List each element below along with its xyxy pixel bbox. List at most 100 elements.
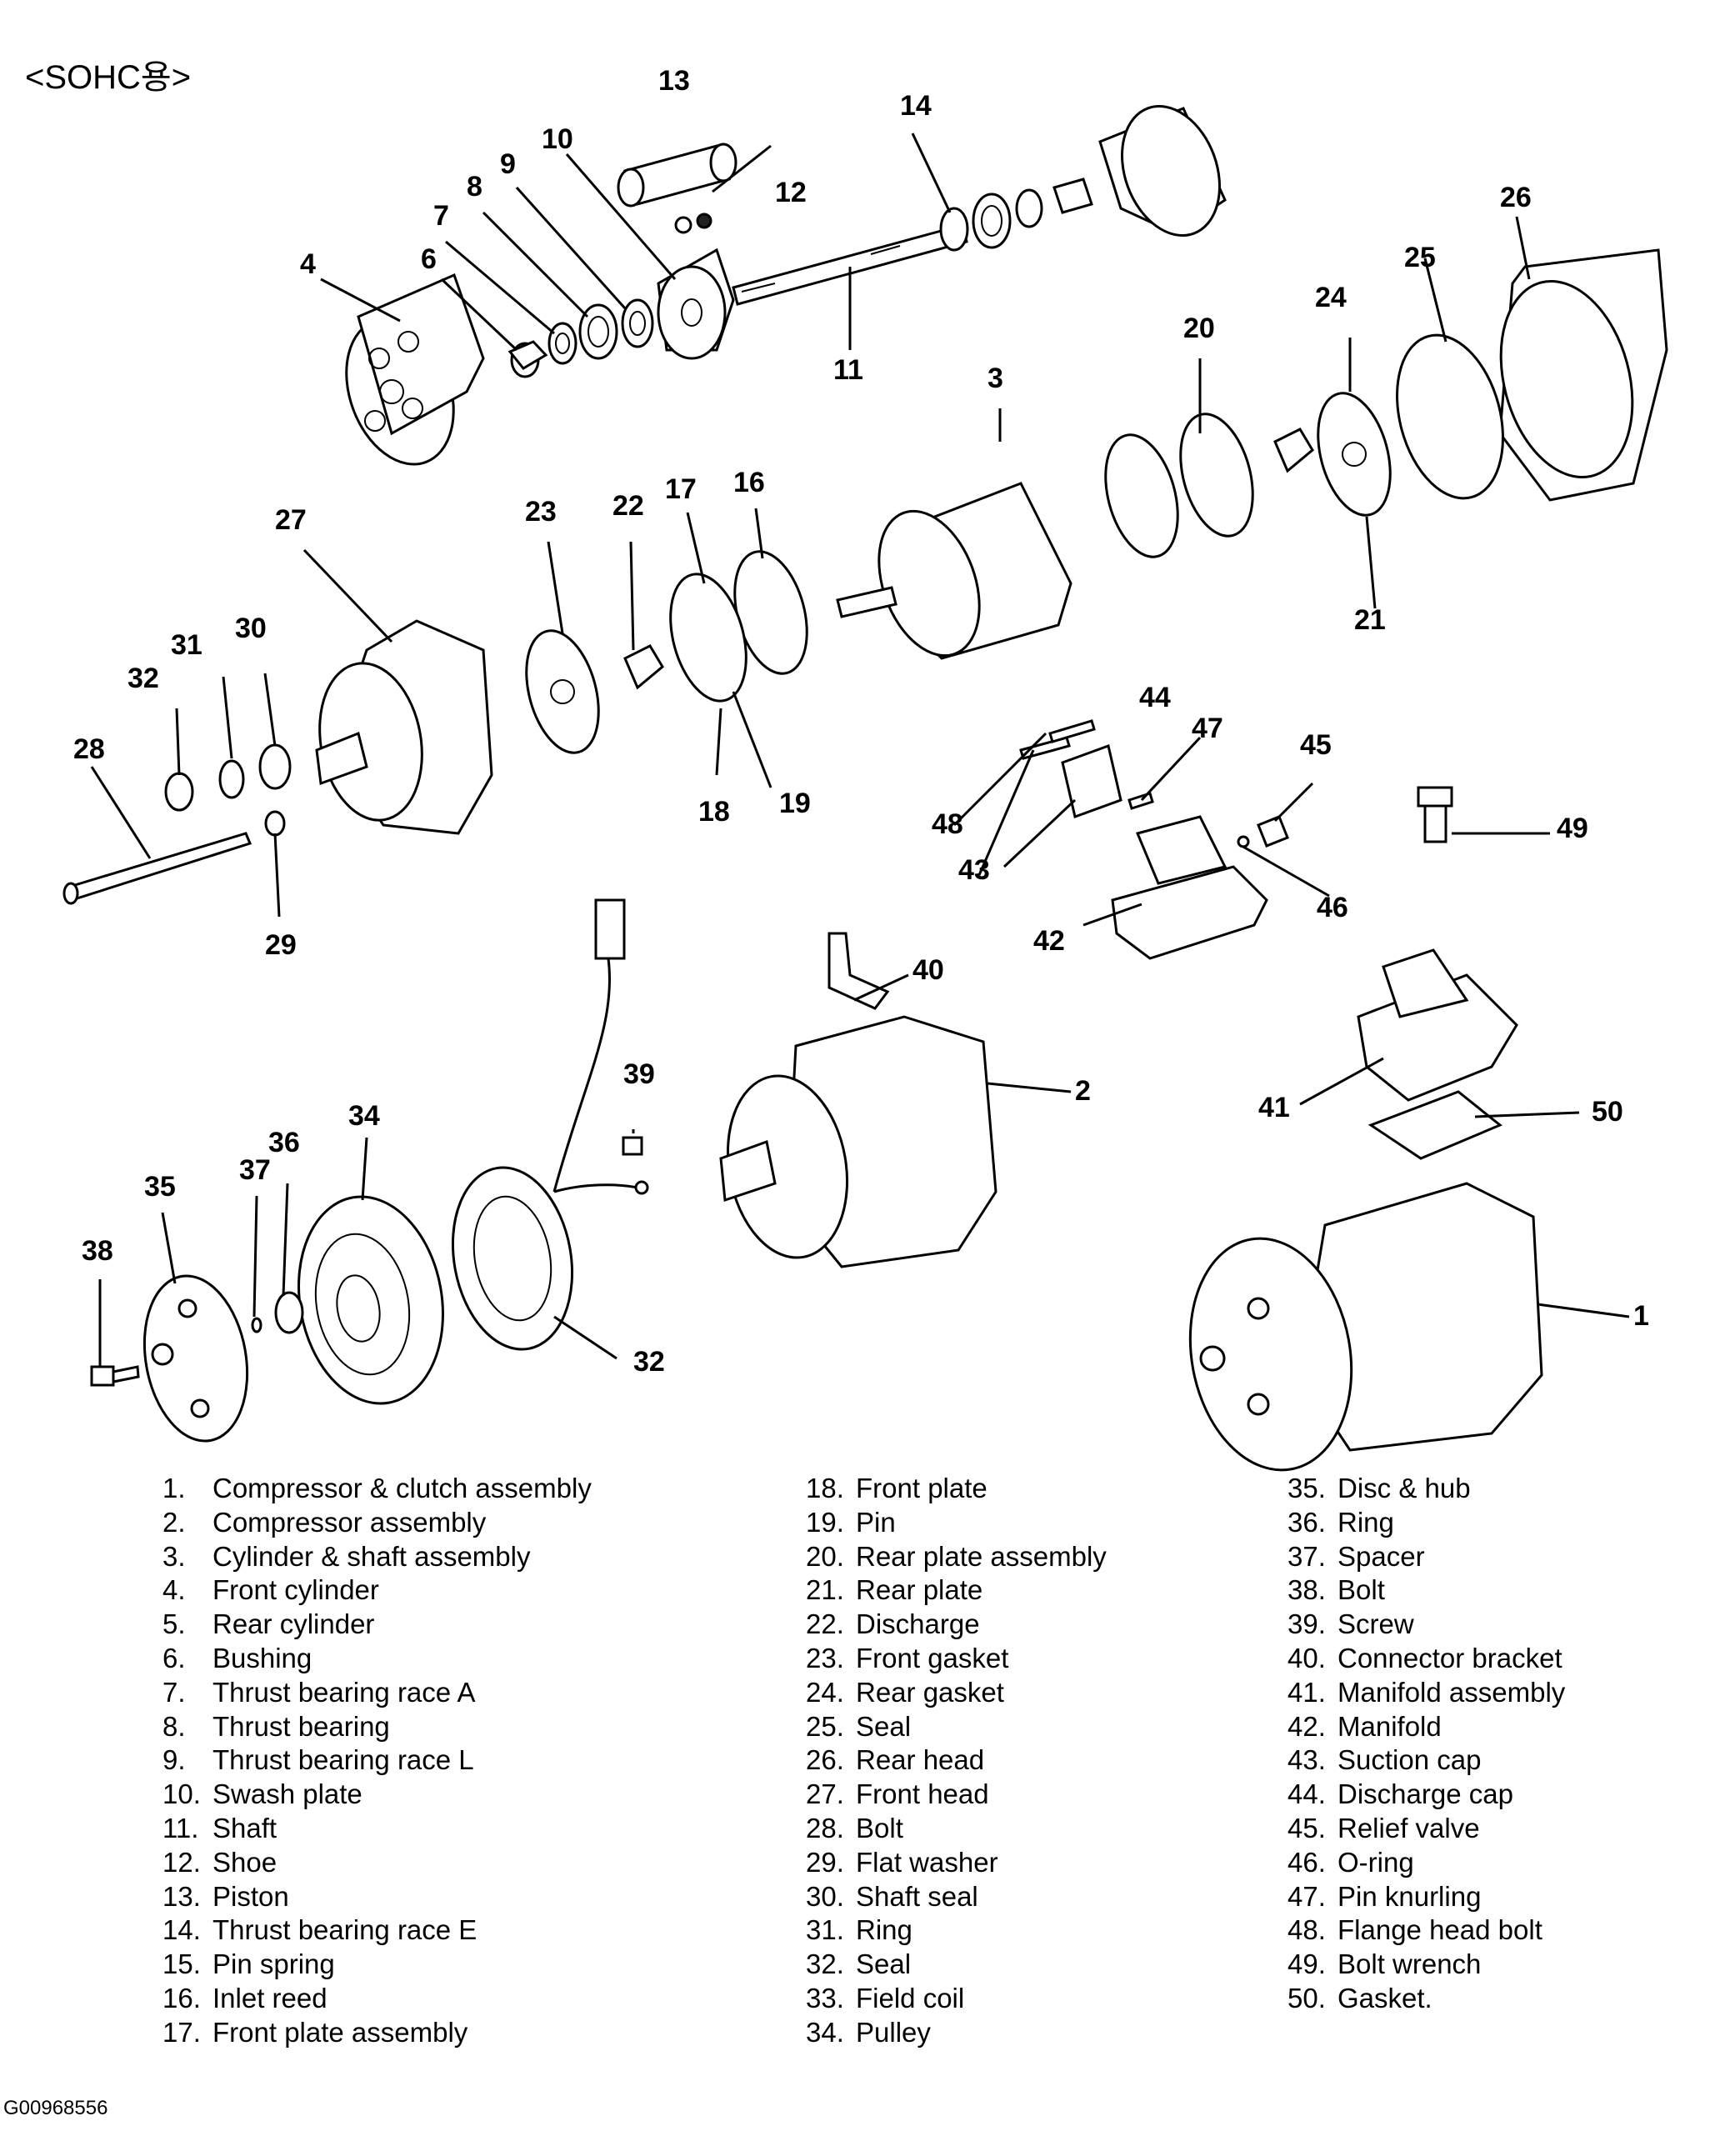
legend-item-number: 32. (806, 1948, 844, 1980)
legend-item-label: Front head (856, 1778, 989, 1810)
callout-41: 41 (1258, 1092, 1290, 1123)
legend-item-number: 4. (162, 1574, 186, 1606)
callout-47: 47 (1192, 713, 1223, 744)
callout-32-top: 32 (128, 663, 159, 694)
legend-item: 27. Front head (806, 1778, 1107, 1812)
legend-item: 39.Screw (1288, 1608, 1565, 1642)
legend-item-label: Pin knurling (1338, 1880, 1482, 1912)
legend-item-number: 14. (162, 1914, 201, 1946)
callout-25: 25 (1404, 242, 1436, 273)
legend-item-number: 34. (806, 2016, 844, 2048)
field-coil-drawing (451, 898, 649, 1351)
legend-item-number: 2. (162, 1506, 186, 1538)
ring-31-drawing (218, 759, 245, 799)
callout-2: 2 (1075, 1075, 1091, 1107)
legend-item-label: Front plate (856, 1473, 988, 1503)
legend-item-number: 33. (806, 1982, 844, 2013)
legend-item-number: 36. (1288, 1506, 1326, 1538)
legend-item-number: 29. (806, 1846, 844, 1878)
legend-item-number: 49. (1288, 1948, 1326, 1980)
callout-45: 45 (1300, 729, 1332, 761)
legend-item-number: 8. (162, 1710, 186, 1742)
legend-item-label: Piston (212, 1880, 289, 1912)
seal-drawing (1396, 333, 1504, 500)
legend-item-number: 23. (806, 1642, 844, 1673)
relief-valve-drawing (1237, 815, 1289, 848)
legend-item: 45.Relief valve (1288, 1812, 1565, 1846)
bushing-drawing (508, 340, 548, 378)
piston-drawing (617, 143, 738, 208)
legend-item-number: 5. (162, 1608, 186, 1640)
legend-item: 1.Compressor & clutch assembly (162, 1472, 592, 1506)
legend-item-number: 15. (162, 1948, 201, 1980)
legend-item-label: Screw (1338, 1608, 1414, 1640)
callout-50: 50 (1592, 1096, 1623, 1128)
legend-item: 31.Ring (806, 1913, 1107, 1948)
callout-10: 10 (542, 123, 573, 155)
screw-39-drawing (622, 1136, 643, 1156)
legend-item: 2.Compressor assembly (162, 1506, 592, 1540)
legend-item-label: Field coil (856, 1982, 965, 2013)
legend-item: 17.Front plate assembly (162, 2016, 592, 2050)
legend-item-label: Bolt wrench (1338, 1948, 1482, 1980)
callout-32-bottom: 32 (633, 1346, 665, 1378)
callout-19: 19 (779, 788, 811, 819)
compressor-assembly-drawing (719, 932, 998, 1268)
legend-item-number: 19. (806, 1506, 844, 1538)
callout-38: 38 (82, 1235, 113, 1267)
legend-item-number: 35. (1288, 1473, 1326, 1503)
legend-item-number: 45. (1288, 1812, 1326, 1843)
shaft-drawing (732, 223, 968, 306)
legend-item-number: 3. (162, 1540, 186, 1572)
legend-item: 9.Thrust bearing race L (162, 1743, 592, 1778)
seal-32-drawing (164, 772, 194, 812)
callout-24: 24 (1315, 282, 1347, 313)
legend-item-label: Flat washer (856, 1846, 998, 1878)
rear-plate-assembly-drawing (1104, 413, 1254, 558)
legend-item: 26.Rear head (806, 1743, 1107, 1778)
legend-item-label: Cylinder & shaft assembly (212, 1540, 531, 1572)
rear-head-drawing (1498, 248, 1668, 502)
legend-item: 3. Cylinder & shaft assembly (162, 1540, 592, 1574)
callout-36: 36 (268, 1127, 300, 1158)
legend-item: 29. Flat washer (806, 1846, 1107, 1880)
legend-item: 13.Piston (162, 1880, 592, 1914)
legend-item: 16.Inlet reed (162, 1982, 592, 2016)
legend-item-label: Seal (856, 1948, 912, 1980)
ring-36-drawing (274, 1291, 304, 1334)
legend-item: 5.Rear cylinder (162, 1608, 592, 1642)
legend-item-number: 7. (162, 1676, 186, 1708)
callout-11: 11 (833, 354, 863, 386)
legend-item-number: 48. (1288, 1914, 1326, 1946)
callout-1: 1 (1633, 1300, 1649, 1332)
legend-item: 24.Rear gasket (806, 1676, 1107, 1710)
legend-item-label: Ring (1338, 1506, 1394, 1538)
legend-item-label: Suction cap (1338, 1744, 1482, 1776)
legend-item: 41.Manifold assembly (1288, 1676, 1565, 1710)
legend-item-number: 27. (806, 1778, 844, 1810)
callout-13: 13 (658, 65, 690, 97)
callout-6: 6 (421, 243, 437, 275)
legend-item: 50.Gasket. (1288, 1982, 1565, 2016)
legend-item-number: 10. (162, 1778, 201, 1810)
legend-item-number: 42. (1288, 1710, 1326, 1742)
legend-item: 18. Front plate (806, 1472, 1107, 1506)
callout-4: 4 (300, 248, 316, 280)
figure-id: G00968556 (3, 2097, 108, 2119)
legend-item-number: 18. (806, 1473, 844, 1503)
legend-item: 34.Pulley (806, 2016, 1107, 2050)
gasket-50-drawing (1368, 1090, 1502, 1160)
legend-item: 21.Rear plate (806, 1573, 1107, 1608)
pin-knurling-drawing (1128, 792, 1154, 810)
legend-item-number: 26. (806, 1744, 844, 1776)
legend-item: 46.O-ring (1288, 1846, 1565, 1880)
legend-item: 19.Pin (806, 1506, 1107, 1540)
legend-item-label: Seal (856, 1710, 912, 1742)
discharge-drawing (623, 644, 664, 690)
legend-item-label: Discharge cap (1338, 1778, 1513, 1810)
legend-item-number: 16. (162, 1982, 201, 2013)
callout-34: 34 (348, 1100, 380, 1132)
legend-item: 22.Discharge (806, 1608, 1107, 1642)
